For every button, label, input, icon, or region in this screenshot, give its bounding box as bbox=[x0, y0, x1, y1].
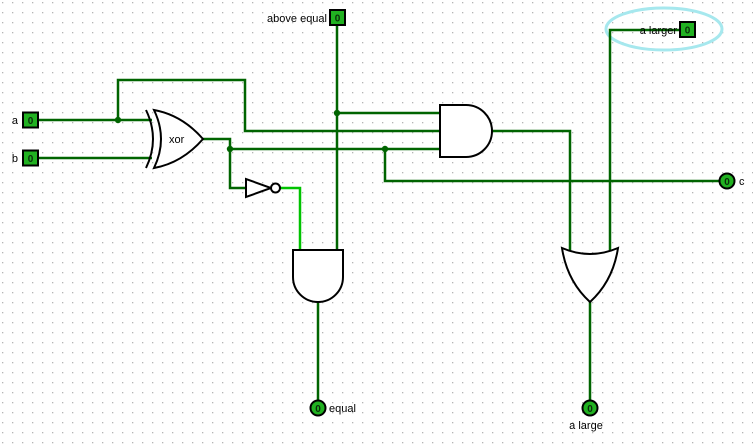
pin-b[interactable]: 0 bbox=[22, 149, 39, 167]
xor-gate-back-arc bbox=[145, 109, 154, 169]
selection-ellipse bbox=[604, 6, 724, 52]
pin-c[interactable]: 0 bbox=[718, 172, 736, 190]
not-gate[interactable] bbox=[245, 177, 274, 199]
label-c: c bbox=[739, 176, 745, 188]
wire-a-branch[interactable] bbox=[116, 78, 440, 133]
wire-a-larger[interactable] bbox=[608, 28, 680, 252]
or-gate[interactable] bbox=[560, 246, 620, 304]
pin-labels: a b above equal a larger c equal a large bbox=[12, 13, 745, 432]
label-a-large: a large bbox=[569, 420, 603, 432]
pin-a-large-value: 0 bbox=[587, 404, 593, 415]
pin-equal[interactable]: 0 bbox=[309, 399, 327, 417]
pin-a-larger[interactable]: 0 bbox=[679, 21, 696, 38]
wire-not-out[interactable] bbox=[280, 186, 302, 251]
label-b: b bbox=[12, 153, 18, 165]
junctions bbox=[114, 109, 389, 153]
pin-a-value: 0 bbox=[28, 116, 34, 127]
wire-xor-to-c[interactable] bbox=[383, 149, 719, 183]
label-a: a bbox=[12, 115, 19, 127]
pin-a-larger-value: 0 bbox=[685, 26, 691, 37]
pin-equal-value: 0 bbox=[315, 404, 321, 415]
pin-above-equal[interactable]: 0 bbox=[329, 9, 346, 26]
input-pins: 0 0 0 0 bbox=[22, 9, 696, 167]
pin-above-equal-value: 0 bbox=[335, 14, 341, 25]
pin-c-value: 0 bbox=[724, 177, 730, 188]
wire-xor-out[interactable] bbox=[203, 137, 246, 190]
junction-dot bbox=[381, 145, 389, 153]
label-a-larger: a larger bbox=[640, 25, 678, 37]
not-gate-bubble bbox=[270, 182, 281, 194]
and-gate-upper[interactable] bbox=[439, 104, 493, 158]
pin-a-large[interactable]: 0 bbox=[581, 399, 599, 417]
pin-a[interactable]: 0 bbox=[22, 111, 39, 129]
xor-gate-label: xor bbox=[169, 134, 185, 146]
wires-high bbox=[280, 186, 302, 251]
wire-and-to-or[interactable] bbox=[492, 129, 572, 252]
label-above-equal: above equal bbox=[267, 13, 327, 25]
pin-b-value: 0 bbox=[28, 154, 34, 165]
wires-low bbox=[38, 26, 719, 400]
xor-gate[interactable] bbox=[152, 108, 205, 170]
junction-dot bbox=[114, 116, 122, 124]
and-gate-lower[interactable] bbox=[292, 249, 344, 303]
junction-dot bbox=[333, 109, 341, 117]
output-pins: 0 0 0 bbox=[309, 172, 736, 417]
junction-dot bbox=[226, 145, 234, 153]
label-equal: equal bbox=[329, 403, 356, 415]
